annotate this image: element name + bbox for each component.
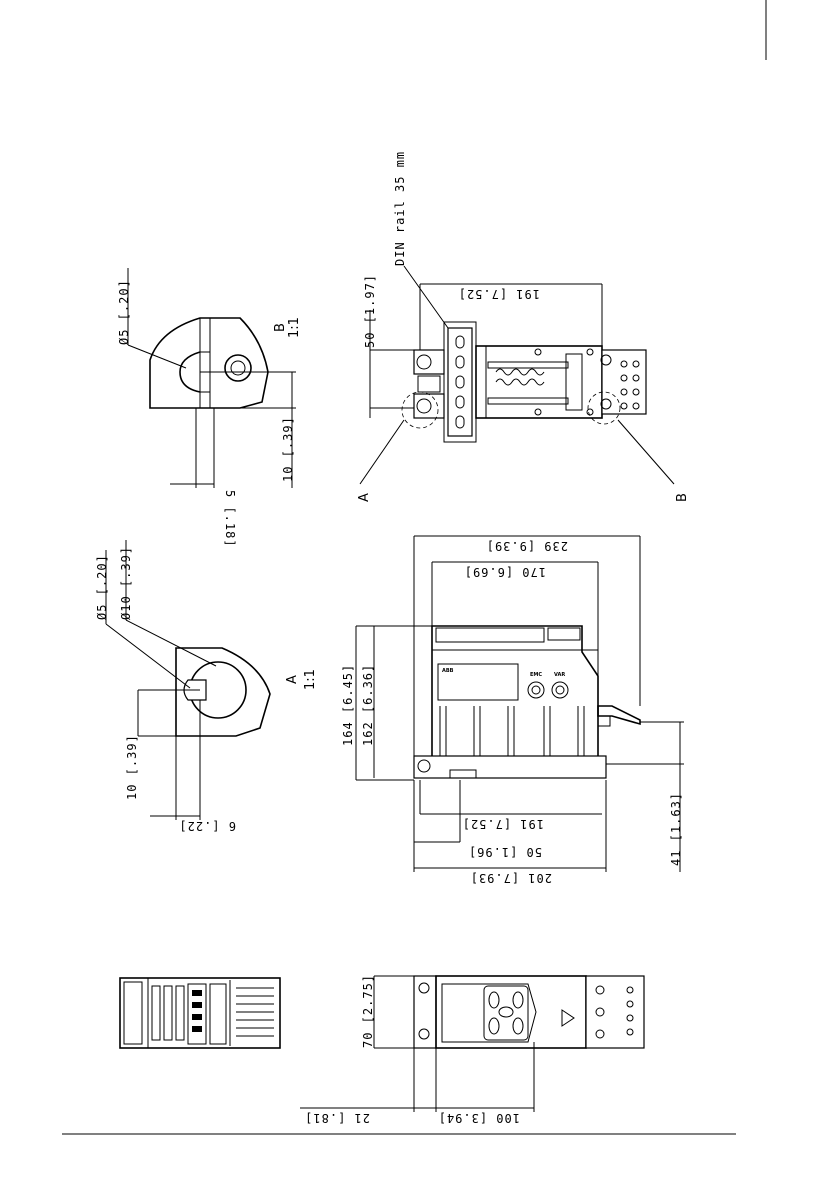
side-view-cap2: VAR: [554, 672, 565, 678]
side-view-height-inner-dim: 162 [6.36]: [361, 664, 375, 746]
side-view-height-outer-dim: 164 [6.45]: [341, 664, 355, 746]
detail-b-hole-dim: Ø5 [.20]: [117, 279, 131, 345]
detail-b-drawing: [128, 268, 296, 488]
detail-a-label: A: [285, 675, 300, 684]
side-view-overall-dim: 239 [9.39]: [486, 539, 568, 553]
side-view-body-dim: 170 [6.69]: [464, 565, 546, 579]
front-view-width-dim: 70 [2.75]: [361, 974, 375, 1048]
side-view-clamp-dim: 41 [1.63]: [669, 792, 683, 866]
side-view-mount-dim: 191 [7.52]: [462, 817, 544, 831]
front-view-drawing: [300, 976, 644, 1112]
side-view-base-dim: 201 [7.93]: [470, 871, 552, 885]
front-view-depth-dim: 100 [3.94]: [438, 1111, 520, 1125]
end-view-drawing: [120, 978, 280, 1048]
side-view-brand: ABB: [442, 668, 454, 674]
detail-a-width-dim: 6 [.22]: [178, 819, 236, 833]
detail-a-height-dim: 10 [.39]: [125, 734, 139, 800]
top-view-width-dim: 50 [1.97]: [363, 274, 377, 348]
detail-b-scale: 1:1: [287, 317, 302, 338]
top-view-rail-label: DIN rail 35 mm: [393, 151, 407, 266]
detail-a-dia-dim: Ø10 [.39]: [119, 546, 133, 620]
detail-a-hole-dim: Ø5 [.20]: [95, 554, 109, 620]
callout-b-label: B: [675, 493, 690, 502]
top-view-length-dim: 191 [7.52]: [458, 287, 540, 301]
detail-b-width-dim: 5 [.18]: [223, 490, 237, 548]
side-view-cap1: EMC: [530, 672, 542, 678]
detail-a-scale: 1:1: [303, 669, 318, 690]
callout-a-label: A: [357, 493, 372, 502]
detail-b-label: B: [273, 323, 288, 332]
front-view-offset-dim: 21 [.81]: [304, 1111, 370, 1125]
side-view-rail-dim: 50 [1.96]: [468, 845, 542, 859]
detail-b-height-dim: 10 [.39]: [281, 416, 295, 482]
